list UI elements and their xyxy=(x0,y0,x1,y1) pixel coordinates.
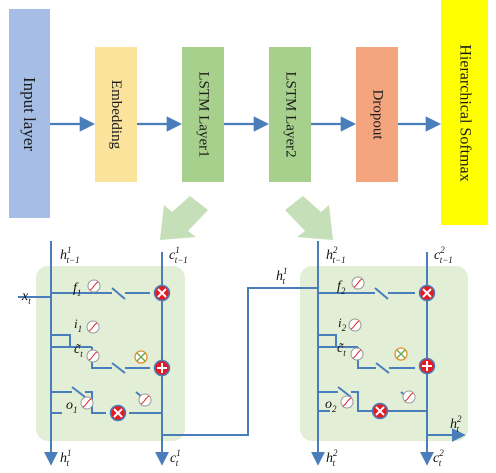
cell1-wiring xyxy=(18,241,318,466)
cell2-c-sigmoid-icon xyxy=(350,347,364,361)
cell1-o-label: o1 xyxy=(66,398,78,415)
cell2-forget-multiply-icon xyxy=(418,284,436,302)
lstm-layer2-block: LSTM Layer2 xyxy=(269,47,311,182)
cell1-i-sigmoid-icon xyxy=(86,320,100,334)
lstm-layer1-block: LSTM Layer1 xyxy=(182,47,224,182)
cell1-out-tanh-icon xyxy=(138,393,152,407)
cell1-tanh-icon xyxy=(134,350,148,364)
cell1-f-label: f1 xyxy=(73,281,81,298)
expand-arrow-left xyxy=(160,196,208,240)
cell1-f-sigmoid-icon xyxy=(87,279,101,293)
cell1-c-sigmoid-icon xyxy=(86,349,100,363)
cell1-ct-label: c̃t xyxy=(74,342,83,359)
cell2-f-sigmoid-icon xyxy=(351,276,365,290)
cell2-i-label: i2 xyxy=(338,315,347,333)
cell2-ct-label: c̃t xyxy=(337,341,346,358)
cell2-o-label: o2 xyxy=(325,397,337,414)
cell1-add-icon xyxy=(153,359,171,377)
cell2-tanh-icon xyxy=(394,347,408,361)
cell2-out-tanh-icon xyxy=(402,390,416,404)
dropout-block: Dropout xyxy=(356,47,398,182)
expand-arrow-right xyxy=(285,196,333,240)
embedding-block: Embedding xyxy=(95,47,137,182)
cell1-o-sigmoid-icon xyxy=(80,396,94,410)
cell2-o-sigmoid-icon xyxy=(340,395,354,409)
cell1-i-label: i1 xyxy=(74,316,82,334)
cell1-forget-multiply-icon xyxy=(153,284,171,302)
cell2-i-sigmoid-icon xyxy=(348,318,362,332)
cell2-add-icon xyxy=(418,357,436,375)
input-layer-block: Input layer xyxy=(9,9,50,218)
cell1-x-label: xt xyxy=(21,289,31,306)
cell2-f-label: f2 xyxy=(337,279,346,296)
cell2-output-multiply-icon xyxy=(371,402,389,420)
cell1-output-multiply-icon xyxy=(109,404,127,422)
softmax-block: Hierarchical Softmax xyxy=(441,0,488,225)
